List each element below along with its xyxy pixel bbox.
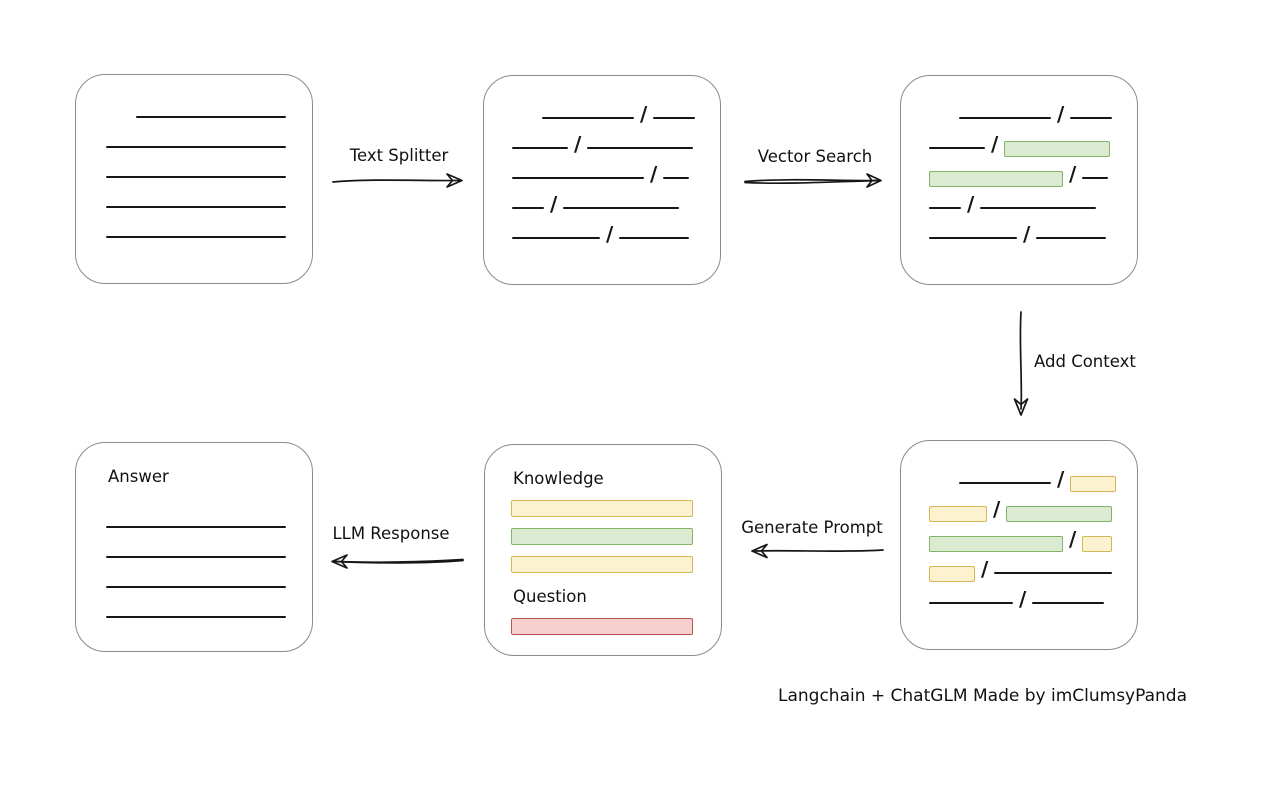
yellow-chunk-bar <box>511 500 693 517</box>
answer-box: Answer <box>75 442 313 652</box>
add-context-label: Add Context <box>1034 352 1136 371</box>
vector-matched-chunks-box: ///// <box>900 75 1138 285</box>
source-document-lines <box>76 75 312 240</box>
vector-search-arrow-icon <box>744 173 882 188</box>
generate-prompt-label: Generate Prompt <box>741 518 883 537</box>
green-chunk-bar <box>511 528 693 545</box>
source-document-box <box>75 74 313 284</box>
text-splitter-label: Text Splitter <box>349 146 449 165</box>
llm-response-arrow-icon <box>331 554 464 569</box>
knowledge-label: Knowledge <box>513 469 604 488</box>
answer-lines <box>106 500 312 620</box>
answer-label: Answer <box>108 467 169 486</box>
llm-response-label: LLM Response <box>332 524 450 543</box>
yellow-chunk-bar <box>511 556 693 573</box>
vector-matched-lines: ///// <box>901 76 1137 244</box>
text-splitter-arrow-icon <box>332 173 463 188</box>
knowledge-bars <box>511 500 695 573</box>
vector-search-label: Vector Search <box>757 147 873 166</box>
credit-caption: Langchain + ChatGLM Made by imClumsyPand… <box>778 686 1187 706</box>
split-text-box: ///// <box>483 75 721 285</box>
context-added-lines: ///// <box>901 441 1137 609</box>
split-text-lines: ///// <box>484 76 720 244</box>
red-chunk-bar <box>511 618 693 635</box>
question-bars <box>511 618 695 635</box>
add-context-arrow-icon <box>1013 311 1029 416</box>
generate-prompt-arrow-icon <box>751 543 884 559</box>
prompt-box: Knowledge Question <box>484 444 722 656</box>
question-label: Question <box>513 587 587 606</box>
context-added-chunks-box: ///// <box>900 440 1138 650</box>
